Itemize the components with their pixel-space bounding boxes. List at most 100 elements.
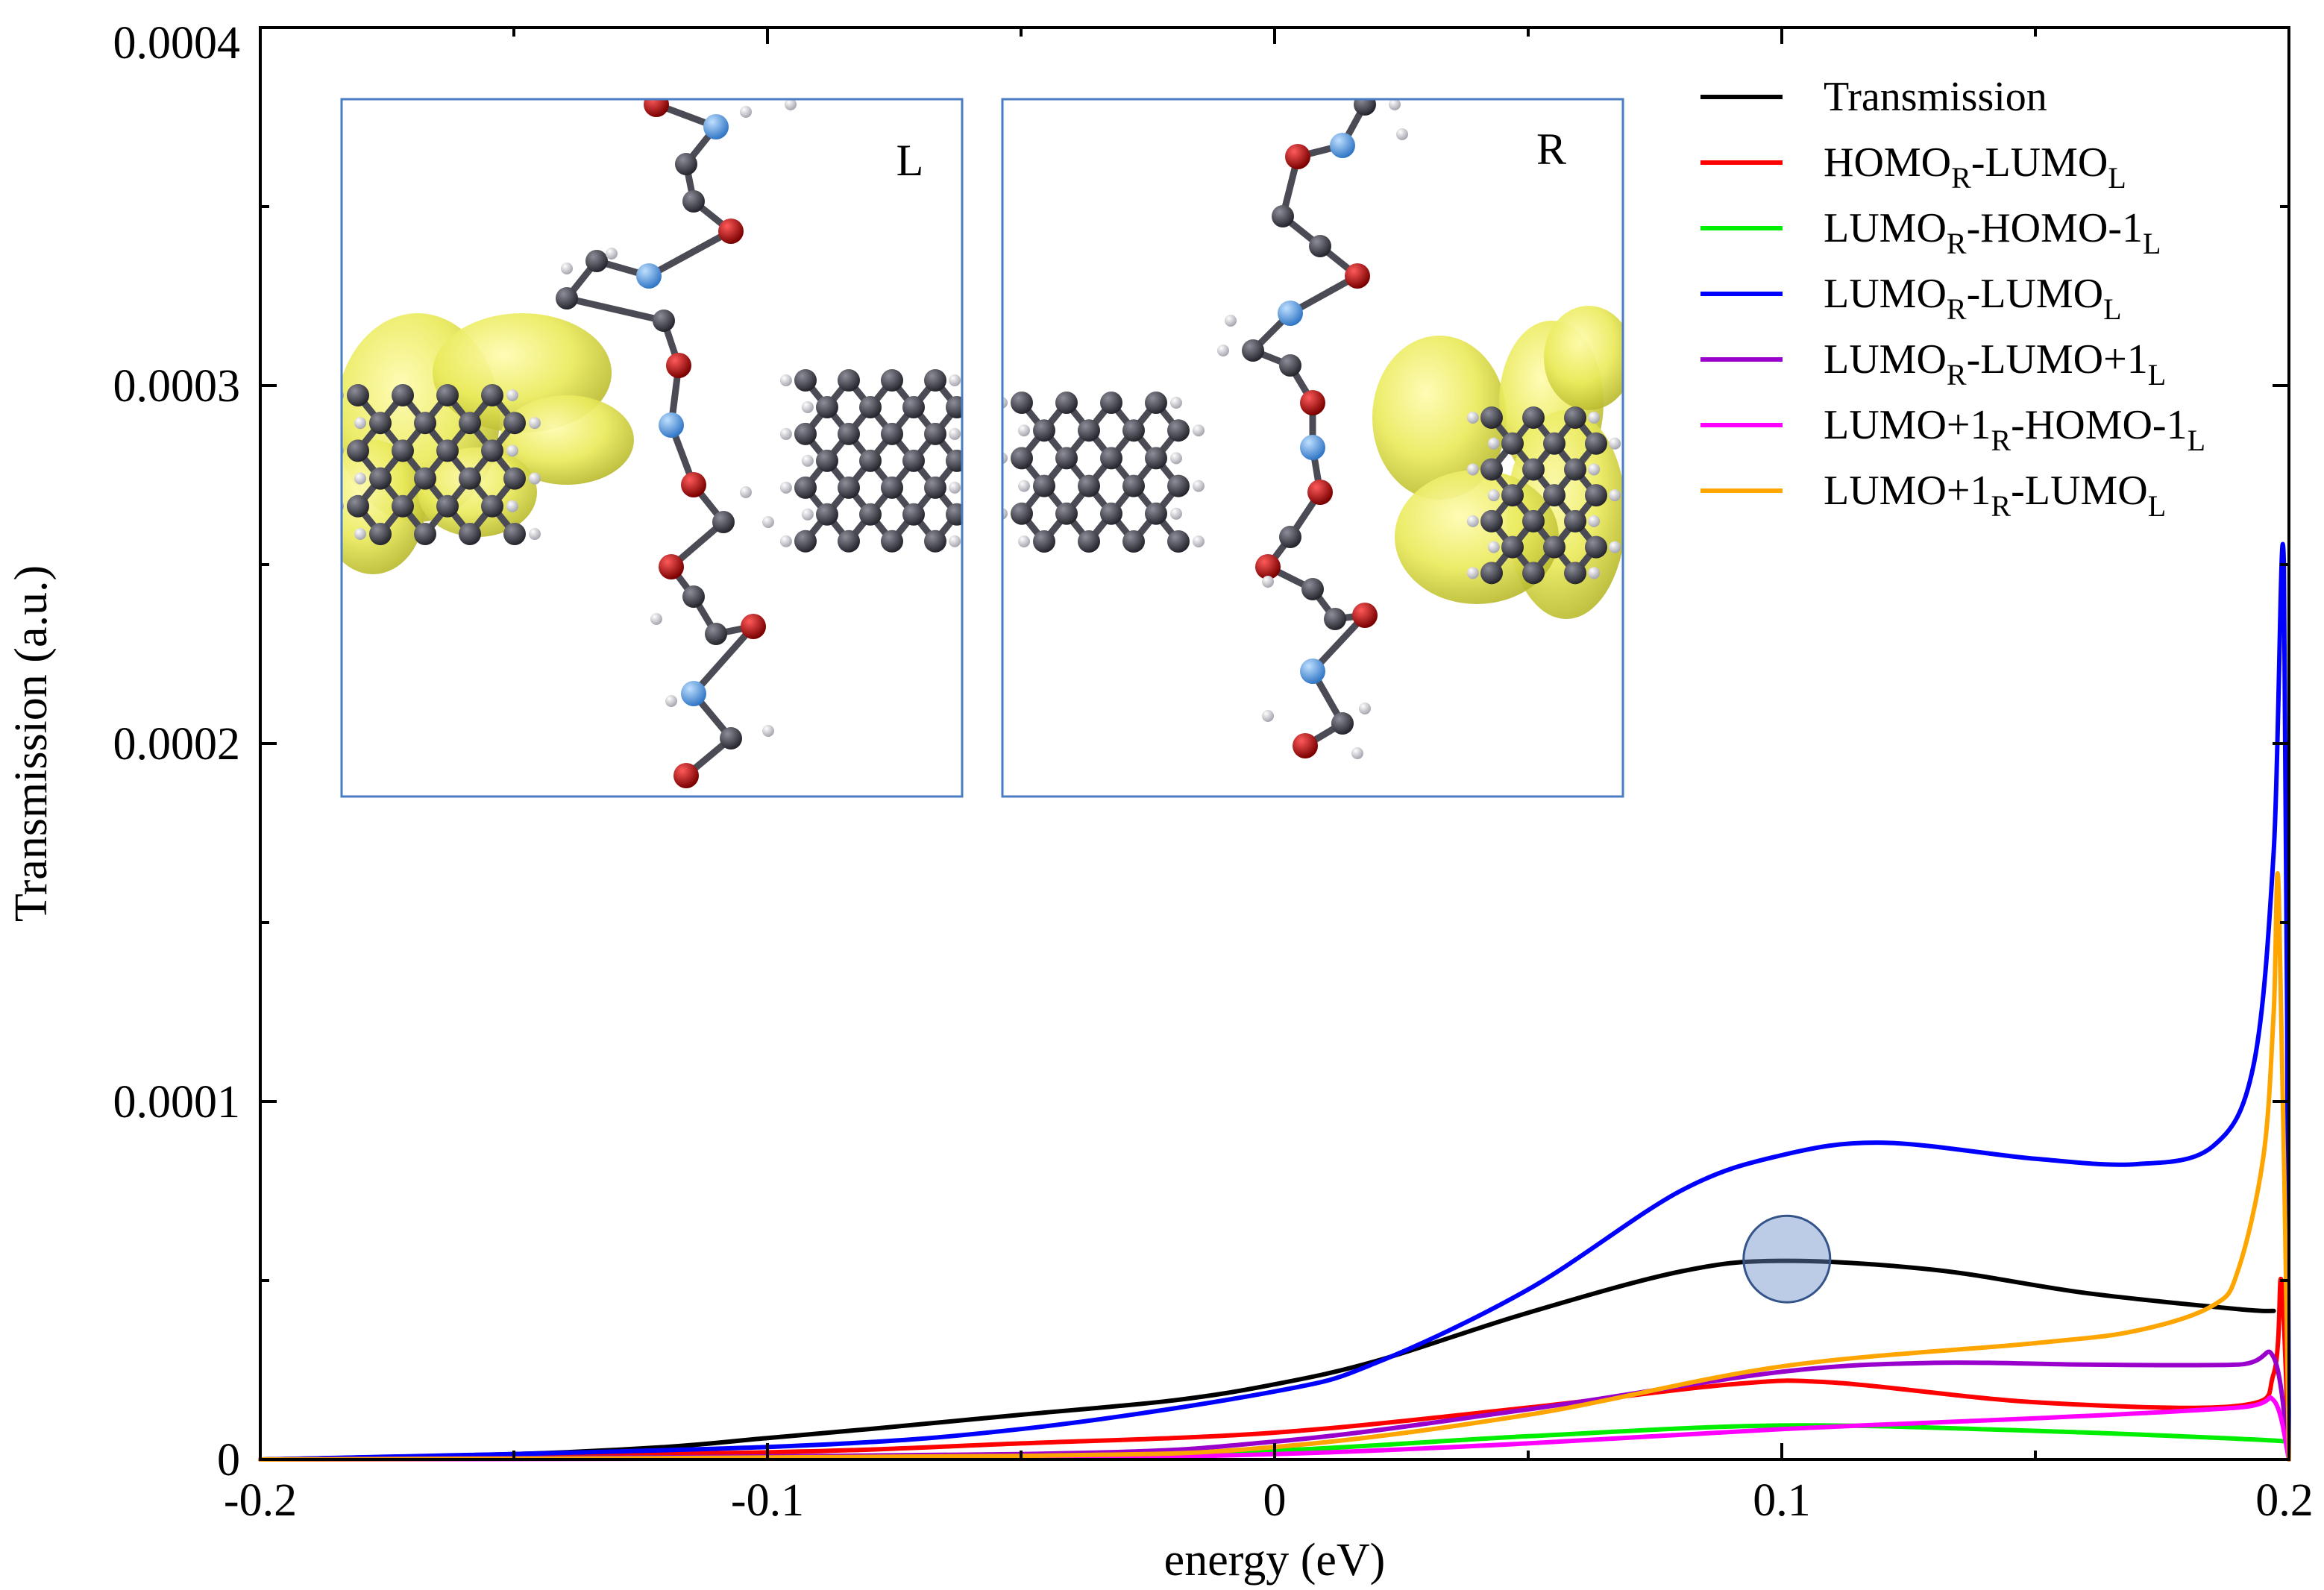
- atom-H: [529, 417, 541, 430]
- atom-C: [1480, 406, 1503, 429]
- atom-H: [762, 516, 774, 528]
- atom-C: [881, 422, 903, 445]
- atom-C: [414, 523, 436, 545]
- atom-C: [1167, 530, 1190, 553]
- atom-C: [1145, 392, 1167, 414]
- atom-H: [1609, 489, 1621, 502]
- atom-H: [1588, 515, 1601, 527]
- atom-C: [1272, 205, 1294, 227]
- inset-frame-right: [1001, 98, 1624, 798]
- atom-C: [682, 585, 705, 608]
- series-line-7: [258, 871, 2291, 1462]
- y-tick-label: 0.0003: [113, 361, 241, 412]
- legend-entry: LUMOR-LUMO+1L: [1824, 336, 2166, 392]
- atom-H: [740, 486, 752, 498]
- atom-C: [838, 476, 860, 499]
- legend-entry: LUMOR-LUMOL: [1824, 271, 2122, 326]
- atom-C: [1033, 474, 1055, 497]
- atom-C: [1585, 484, 1607, 507]
- atom-C: [881, 369, 903, 392]
- atom-H: [1487, 541, 1500, 553]
- atom-C: [1279, 526, 1301, 548]
- atom-C: [1522, 509, 1545, 532]
- legend: TransmissionHOMOR-LUMOLLUMOR-HOMO-1LLUMO…: [1700, 74, 2205, 523]
- atom-H: [970, 401, 982, 413]
- atom-C: [459, 467, 481, 490]
- inset-label-right: R: [1536, 125, 1566, 174]
- atom-C: [881, 476, 903, 499]
- atom-O: [718, 219, 744, 244]
- inset-frame-left: [340, 98, 964, 798]
- atom-O: [741, 614, 766, 639]
- atom-H: [506, 444, 518, 457]
- y-tick-labels: 0 0.0001 0.0002 0.0003 0.0004: [113, 18, 241, 1486]
- atom-C: [1145, 447, 1167, 470]
- y-tick-label: 0.0001: [113, 1077, 241, 1128]
- atom-C: [902, 449, 925, 472]
- atom-C: [924, 422, 946, 445]
- atom-H: [1170, 397, 1182, 409]
- atom-N: [636, 263, 662, 289]
- atom-C: [1122, 419, 1145, 442]
- atom-H: [1487, 437, 1500, 450]
- atom-C: [1480, 509, 1503, 532]
- atom-H: [1609, 437, 1621, 450]
- atom-H: [1225, 315, 1237, 327]
- atom-C: [481, 439, 503, 462]
- atom-C: [859, 395, 882, 418]
- atom-O: [673, 763, 699, 788]
- atom-C: [1167, 474, 1190, 497]
- atom-H: [1351, 747, 1363, 759]
- atom-C: [794, 369, 817, 392]
- atom-C: [1100, 392, 1122, 414]
- atom-H: [779, 535, 792, 547]
- atom-C: [1354, 99, 1376, 116]
- ticks-layer: [259, 26, 2290, 1461]
- atom-H: [561, 263, 573, 274]
- atom-H: [354, 528, 366, 540]
- atom-O: [681, 472, 706, 497]
- atom-O: [659, 554, 684, 579]
- atom-C: [1585, 432, 1607, 455]
- atom-C: [902, 503, 925, 526]
- atom-C: [924, 369, 946, 392]
- atom-C: [1033, 530, 1055, 553]
- atom-C: [653, 309, 675, 332]
- atom-C: [946, 503, 962, 526]
- bond: [1287, 272, 1361, 317]
- atom-C: [1309, 235, 1331, 257]
- atom-H: [1002, 397, 1008, 409]
- atom-H: [354, 472, 366, 485]
- atom-O: [644, 99, 669, 117]
- series-line-2: [258, 1276, 2291, 1462]
- inset-image-left: [342, 99, 982, 788]
- atom-C: [1055, 502, 1078, 525]
- atom-C: [369, 523, 392, 545]
- atom-C: [705, 623, 727, 645]
- atom-C: [1078, 530, 1100, 553]
- atom-H: [779, 481, 792, 494]
- atom-H: [1193, 424, 1205, 437]
- atom-H: [1262, 710, 1274, 722]
- series-line-1: [258, 1258, 2276, 1462]
- atom-H: [801, 508, 814, 521]
- atom-O: [1307, 480, 1333, 505]
- bond: [563, 295, 668, 324]
- bond: [645, 227, 735, 280]
- atom-C: [1011, 392, 1033, 414]
- atom-C: [838, 422, 860, 445]
- atom-C: [392, 439, 414, 462]
- atom-C: [347, 494, 369, 518]
- series-layer: [258, 541, 2291, 1462]
- atom-N: [1300, 659, 1325, 684]
- atom-C: [369, 412, 392, 435]
- atom-H: [650, 613, 662, 625]
- atom-C: [1122, 474, 1145, 497]
- atom-C: [946, 449, 962, 472]
- atom-C: [369, 467, 392, 490]
- atom-H: [779, 427, 792, 440]
- inset-label-left: L: [896, 136, 924, 185]
- atom-C: [1501, 432, 1524, 455]
- atom-C: [1011, 502, 1033, 525]
